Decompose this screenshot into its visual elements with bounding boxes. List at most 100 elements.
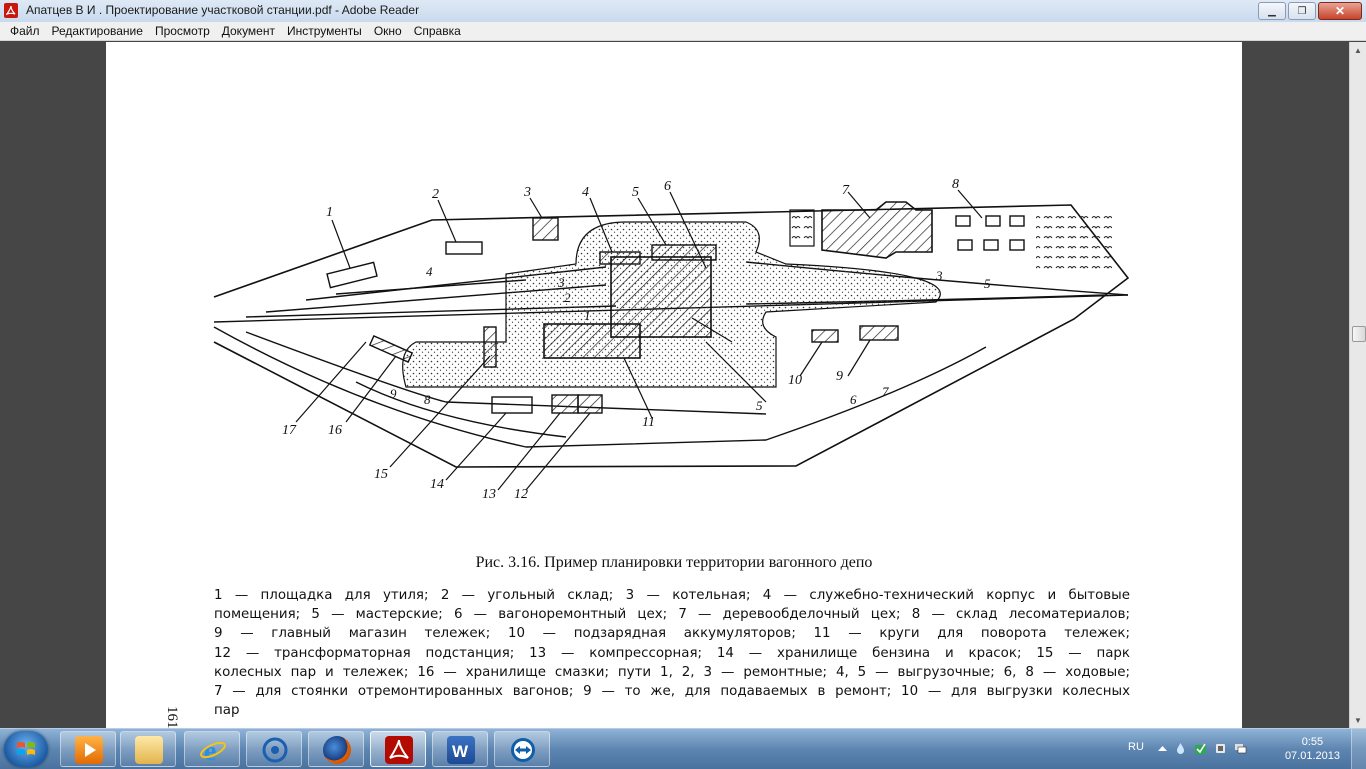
vertical-scrollbar[interactable]: ▲ ▼ [1349,42,1366,728]
svg-text:W: W [452,742,469,761]
fig-label-17: 17 [282,423,297,438]
clock[interactable]: 0:55 07.01.2013 [1285,735,1340,763]
taskbar-firefox[interactable] [308,731,364,767]
tracks [213,261,1129,448]
media-player-icon [75,736,103,764]
fig-label-2: 2 [432,187,439,202]
grass-area-2 [1036,210,1112,274]
menu-view[interactable]: Просмотр [154,24,210,38]
taskbar-internet-explorer[interactable]: e [184,731,240,767]
document-viewport[interactable]: 1 2 3 4 5 6 7 8 9 10 11 12 13 14 15 16 1… [0,42,1349,729]
word-icon: W [447,736,475,764]
track-label-4: 4 [426,264,433,279]
action-center-icon[interactable] [1194,742,1207,755]
track-label-9: 9 [390,386,397,401]
building-1 [326,261,378,289]
figure-labels: 1 2 3 4 5 6 7 8 9 10 11 12 13 14 15 16 1… [282,177,959,502]
system-tray: RU 0:55 07.01.2013 [1116,729,1366,769]
figure-caption: Рис. 3.16. Пример планировки территории … [475,554,873,571]
fig-label-13: 13 [482,487,496,502]
firefox-icon [323,736,351,764]
minimize-button[interactable]: ▁ [1258,2,1286,20]
network-icon[interactable] [1234,742,1247,755]
device-icon[interactable] [1214,742,1227,755]
building-13 [551,394,579,414]
qip-icon [261,736,289,764]
track-label-8: 8 [424,392,431,407]
fig-label-5: 5 [632,185,639,200]
building-8 [955,215,1025,251]
fig-label-14: 14 [430,477,444,492]
building-15 [483,326,497,368]
adobe-reader-icon [4,3,18,18]
building-16 [368,334,414,364]
close-button[interactable]: ✕ [1318,2,1362,20]
building-4 [599,251,641,265]
track-labels: 1 2 3 4 5 6 7 8 9 3 5 [390,264,991,413]
track-label-7: 7 [882,384,889,399]
explorer-icon [135,736,163,764]
building-2 [445,241,483,255]
fig-label-15: 15 [374,467,388,482]
track-label-5b: 5 [984,276,991,291]
fig-label-10: 10 [788,373,802,388]
fig-label-12: 12 [514,487,528,502]
scroll-up-icon[interactable]: ▲ [1354,45,1362,55]
legend-line: помещения; 5 — мастерские; 6 — вагонорем… [214,607,1130,623]
taskbar-qip[interactable] [246,731,302,767]
show-desktop-button[interactable] [1351,729,1366,769]
track-label-6: 6 [850,392,857,407]
title-bar: Апатцев В И . Проектирование участковой … [0,0,1366,23]
language-indicator[interactable]: RU [1128,741,1144,753]
taskbar-teamviewer[interactable] [494,731,550,767]
taskbar-adobe-reader[interactable] [370,731,426,767]
maximize-button[interactable]: ❐ [1288,2,1316,20]
menu-document[interactable]: Документ [221,24,275,38]
close-icon: ✕ [1334,4,1346,18]
taskbar-explorer[interactable] [120,731,176,767]
track-label-3b: 3 [935,268,943,283]
windows-logo-icon [17,742,35,755]
depot-layout-figure: 1 2 3 4 5 6 7 8 9 10 11 12 13 14 15 16 1… [213,177,1130,502]
adobe-reader-icon [385,736,413,764]
scroll-thumb[interactable] [1352,326,1366,342]
internet-explorer-icon: e [199,736,227,767]
teamviewer-icon [509,736,537,764]
legend-line: пар [214,703,240,719]
building-14 [491,396,533,414]
taskbar-word[interactable]: W [432,731,488,767]
start-button[interactable] [4,731,48,767]
taskbar: e W RU 0:55 07.01.2013 [0,728,1366,769]
menu-tools[interactable]: Инструменты [286,24,362,38]
fig-label-6: 6 [664,179,671,194]
minimize-icon: ▁ [1268,5,1276,17]
fig-label-1: 1 [326,205,333,220]
legend-line: 12 — трансформаторная подстанция; 13 — к… [214,645,1130,661]
menu-edit[interactable]: Редактирование [51,24,143,38]
fig-label-4: 4 [582,185,589,200]
show-hidden-icons-icon[interactable] [1156,742,1169,755]
scroll-down-icon[interactable]: ▼ [1354,715,1362,725]
fig-label-16: 16 [328,423,342,438]
taskbar-media-player[interactable] [60,731,116,767]
grass-area-1 [789,209,815,247]
menu-help[interactable]: Справка [413,24,461,38]
track-label-3: 3 [557,275,565,290]
menu-file[interactable]: Файл [10,24,40,38]
leader-lines [295,189,983,491]
fig-label-9: 9 [836,369,843,384]
building-9 [859,325,899,341]
building-7 [821,201,933,259]
building-12 [577,394,603,414]
fig-label-8: 8 [952,177,959,192]
network-drop-icon[interactable] [1174,742,1187,755]
restore-icon: ❐ [1297,5,1307,17]
clock-date: 07.01.2013 [1284,750,1340,762]
building-10 [811,329,839,343]
fig-label-3: 3 [523,185,531,200]
figure-legend: 1 — площадка для утиля; 2 — угольный скл… [214,586,1130,720]
menu-window[interactable]: Окно [373,24,402,38]
fig-label-11: 11 [642,415,655,430]
page-number: 161 [164,706,180,729]
building-5 [651,244,717,261]
